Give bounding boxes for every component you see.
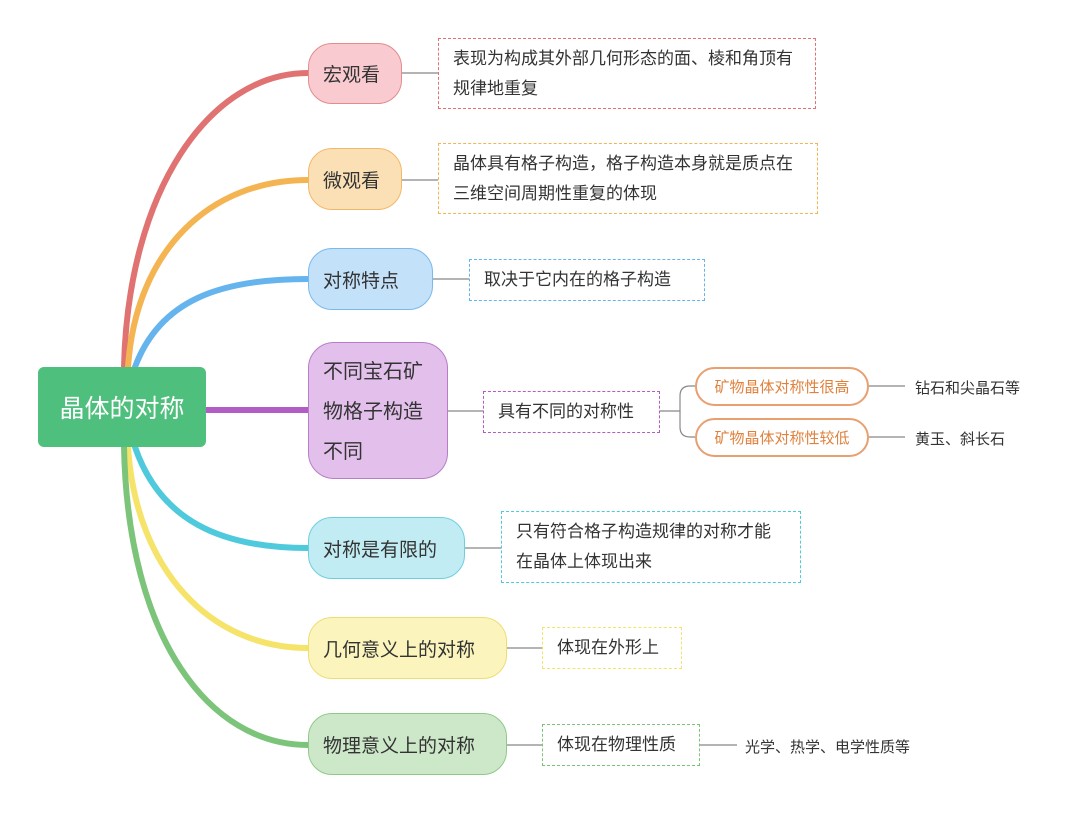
connector-limited	[132, 444, 311, 551]
example-high-symmetry: 钻石和尖晶石等	[915, 376, 1020, 398]
branch-micro[interactable]: 微观看	[308, 148, 402, 210]
sub-low-symmetry-label: 矿物晶体对称性较低	[714, 429, 850, 447]
leaf-symmetry-feature-detail[interactable]: 取决于它内在的格子构造	[469, 259, 705, 301]
leaf-limited-text: 只有符合格子构造规律的对称才能在晶体上体现出来	[516, 522, 771, 572]
example-low-symmetry: 黄玉、斜长石	[915, 427, 1005, 449]
branch-limited-label: 对称是有限的	[323, 538, 438, 561]
leaf-physical-text: 体现在物理性质	[557, 735, 676, 755]
leaf-symmetry-feature-text: 取决于它内在的格子构造	[484, 270, 671, 290]
branch-macro[interactable]: 宏观看	[308, 43, 402, 104]
connector-macro	[121, 70, 311, 370]
leaf-macro-detail[interactable]: 表现为构成其外部几何形态的面、棱和角顶有规律地重复	[438, 38, 816, 109]
branch-different-minerals[interactable]: 不同宝石矿物格子构造不同	[308, 342, 448, 479]
connector-physical	[121, 444, 311, 748]
leaf-micro-detail[interactable]: 晶体具有格子构造，格子构造本身就是质点在三维空间周期性重复的体现	[438, 143, 818, 214]
example-physical: 光学、热学、电学性质等	[745, 735, 910, 757]
branch-limited[interactable]: 对称是有限的	[308, 517, 465, 579]
leaf-macro-text: 表现为构成其外部几何形态的面、棱和角顶有规律地重复	[453, 48, 793, 99]
root-topic[interactable]: 晶体的对称	[38, 367, 206, 447]
connector-symmetry-feature	[132, 276, 311, 370]
example-low-symmetry-text: 黄玉、斜长石	[915, 429, 1006, 448]
leaf-limited-detail[interactable]: 只有符合格子构造规律的对称才能在晶体上体现出来	[501, 511, 801, 583]
branch-micro-label: 微观看	[323, 169, 381, 192]
connector-micro	[125, 177, 311, 370]
branch-macro-label: 宏观看	[323, 64, 381, 86]
root-topic-label: 晶体的对称	[59, 394, 185, 423]
leaf-geometric-text: 体现在外形上	[557, 638, 659, 658]
branch-physical[interactable]: 物理意义上的对称	[308, 713, 507, 775]
example-physical-text: 光学、热学、电学性质等	[745, 737, 911, 756]
connector-geometric	[125, 444, 311, 651]
branch-symmetry-feature[interactable]: 对称特点	[308, 248, 433, 310]
sub-high-symmetry[interactable]: 矿物晶体对称性很高	[695, 367, 869, 406]
leaf-micro-text: 晶体具有格子构造，格子构造本身就是质点在三维空间周期性重复的体现	[453, 153, 793, 204]
leaf-different-symmetry[interactable]: 具有不同的对称性	[483, 391, 660, 433]
leaf-physical-detail[interactable]: 体现在物理性质	[542, 724, 700, 766]
sub-low-symmetry[interactable]: 矿物晶体对称性较低	[695, 418, 869, 457]
sub-high-symmetry-label: 矿物晶体对称性很高	[714, 378, 850, 396]
example-high-symmetry-text: 钻石和尖晶石等	[915, 378, 1021, 397]
branch-symmetry-feature-label: 对称特点	[323, 269, 400, 292]
branch-different-minerals-label: 不同宝石矿物格子构造不同	[323, 358, 423, 463]
branch-physical-label: 物理意义上的对称	[323, 734, 476, 757]
branch-geometric[interactable]: 几何意义上的对称	[308, 617, 507, 679]
leaf-different-symmetry-text: 具有不同的对称性	[498, 402, 634, 422]
branch-geometric-label: 几何意义上的对称	[323, 638, 476, 661]
leaf-geometric-detail[interactable]: 体现在外形上	[542, 627, 682, 669]
